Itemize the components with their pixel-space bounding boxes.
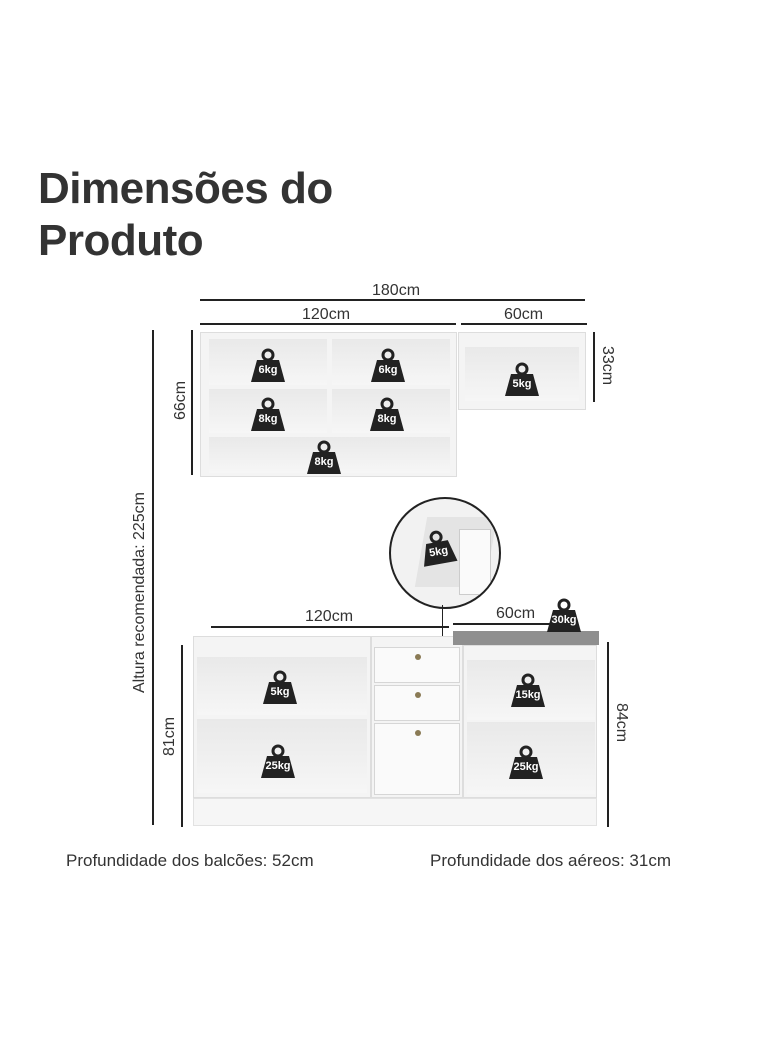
weight-icon: 6kg xyxy=(369,348,407,384)
title-line-2: Produto xyxy=(38,216,204,265)
page-title: Dimensões do Produto xyxy=(38,163,333,267)
countertop xyxy=(453,631,599,645)
total-width-label: 180cm xyxy=(372,282,421,299)
upper-right-width-label: 60cm xyxy=(504,306,544,323)
weight-icon: 25kg xyxy=(507,745,545,781)
lower-right-cabinet xyxy=(463,645,597,798)
cabinet-door[interactable] xyxy=(374,723,460,795)
weight-icon: 8kg xyxy=(368,397,406,433)
drawer-pointer-line xyxy=(442,605,443,657)
recommended-height-label: Altura recomendada: 225cm xyxy=(131,492,148,693)
lower-left-width-line xyxy=(211,626,449,628)
lower-right-height-line xyxy=(607,642,609,827)
total-width-line xyxy=(200,299,585,301)
lower-right-width-line xyxy=(453,623,563,625)
cabinet-base xyxy=(193,798,597,826)
lower-right-width-label: 60cm xyxy=(496,605,536,622)
weight-icon: 30kg xyxy=(545,598,583,634)
upper-left-height-label: 66cm xyxy=(172,380,189,420)
weight-icon: 5kg xyxy=(503,362,541,398)
title-line-1: Dimensões do xyxy=(38,164,333,213)
weight-icon: 5kg xyxy=(416,527,460,569)
weight-icon: 8kg xyxy=(249,397,287,433)
upper-right-height-label: 33cm xyxy=(599,346,616,386)
drawer-2[interactable] xyxy=(374,685,460,721)
upper-right-width-line xyxy=(461,323,587,325)
counter-depth-label: Profundidade dos balcões: 52cm xyxy=(66,851,314,870)
weight-icon: 5kg xyxy=(261,670,299,706)
upper-depth-label: Profundidade dos aéreos: 31cm xyxy=(430,851,671,870)
upper-right-height-line xyxy=(593,332,595,402)
upper-left-cabinet xyxy=(200,332,457,477)
upper-left-height-line xyxy=(191,330,193,475)
lower-left-width-label: 120cm xyxy=(305,608,354,625)
lower-right-height-label: 84cm xyxy=(613,703,630,743)
recommended-height-line xyxy=(152,330,154,825)
lower-left-height-label: 81cm xyxy=(161,716,178,756)
upper-right-cabinet xyxy=(458,332,586,410)
weight-icon: 15kg xyxy=(509,673,547,709)
lower-left-height-line xyxy=(181,645,183,827)
drawer-1[interactable] xyxy=(374,647,460,683)
drawer-cabinet xyxy=(371,636,463,798)
weight-icon: 6kg xyxy=(249,348,287,384)
upper-left-width-line xyxy=(200,323,456,325)
drawer-front xyxy=(459,529,491,595)
weight-icon: 25kg xyxy=(259,744,297,780)
weight-icon: 8kg xyxy=(305,440,343,476)
upper-left-width-label: 120cm xyxy=(302,306,351,323)
